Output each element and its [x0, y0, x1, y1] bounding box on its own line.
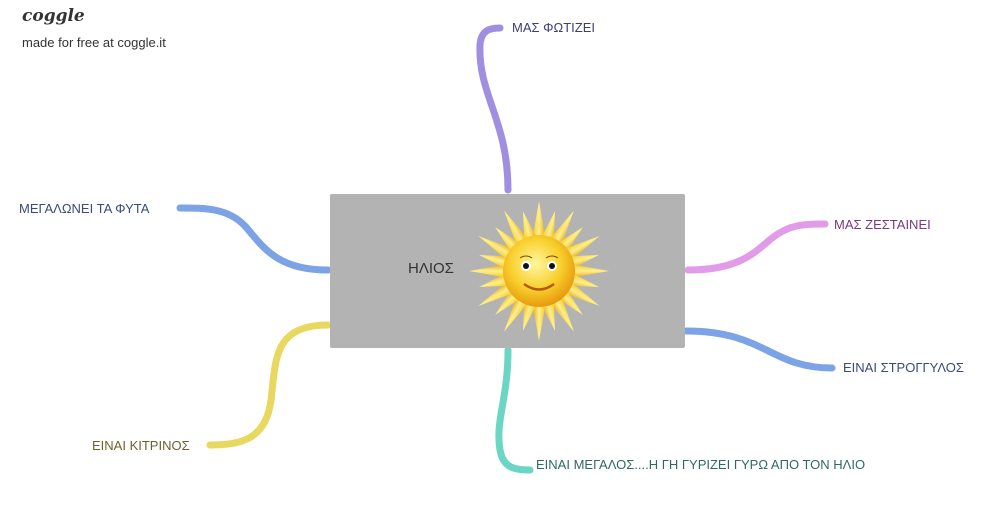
sun-image: (function(){var g=document.currentScript… — [469, 201, 609, 341]
sun-ray — [532, 301, 546, 341]
sun-eye — [549, 263, 555, 269]
branch-line-bottom[interactable] — [495, 346, 534, 474]
tagline[interactable]: made for free at coggle.it — [22, 35, 166, 50]
sun-eye — [523, 263, 529, 269]
branch-line-right-bottom[interactable] — [682, 327, 836, 372]
sun-face — [503, 235, 575, 307]
branch-label-right-top[interactable]: ΜΑΣ ΖΕΣΤΑΙΝΕΙ — [834, 217, 931, 232]
central-node-label: ΗΛΙΟΣ — [408, 260, 454, 277]
branch-label-right-bottom[interactable]: ΕΙΝΑΙ ΣΤΡΟΓΓΥΛΟΣ — [843, 360, 964, 375]
branch-line-bottom-left[interactable] — [206, 321, 332, 449]
branch-label-bottom-left[interactable]: ΕΙΝΑΙ ΚΙΤΡΙΝΟΣ — [92, 438, 190, 453]
branch-label-top[interactable]: ΜΑΣ ΦΩΤΙΖΕΙ — [512, 20, 596, 35]
branch-line-right-top[interactable] — [684, 220, 829, 274]
sun-ray — [569, 264, 609, 278]
branch-label-left[interactable]: ΜΕΓΑΛΩΝΕΙ ΤΑ ΦΥΤΑ — [19, 201, 150, 216]
branch-line-top[interactable] — [476, 24, 512, 194]
branch-label-bottom[interactable]: ΕΙΝΑΙ ΜΕΓΑΛΟΣ....Η ΓΗ ΓΥΡΙΖΕΙ ΓΥΡΩ ΑΠΟ Τ… — [536, 457, 866, 472]
sun-smile — [523, 282, 555, 291]
coggle-logo[interactable]: coggle — [22, 6, 85, 26]
branch-line-left[interactable] — [176, 204, 332, 274]
sun-ray — [532, 201, 546, 241]
sun-ray — [469, 264, 509, 278]
central-node[interactable]: ΗΛΙΟΣ (function(){var g=document.current… — [330, 194, 685, 348]
